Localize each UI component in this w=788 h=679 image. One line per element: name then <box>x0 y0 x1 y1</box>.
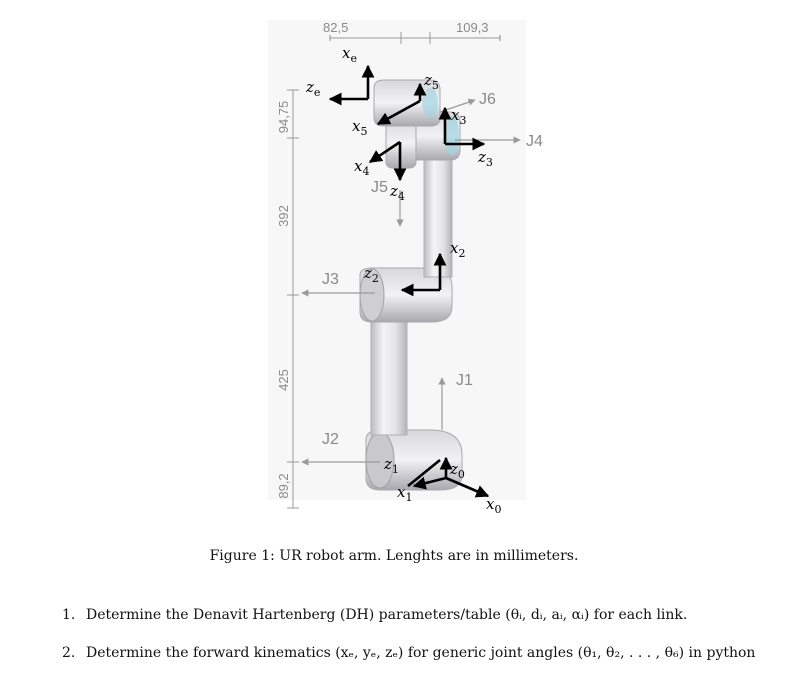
frame-axes <box>328 64 490 498</box>
dimension-label: 94,75 <box>276 101 291 134</box>
frame-label-x4: x4 <box>354 157 369 178</box>
joint-label-j5: J5 <box>371 179 388 196</box>
robot-arm-body <box>359 79 463 491</box>
robot-arm-figure: 82,5 109,3 94,75 392 425 89,2 J6 J4 J5 J… <box>276 20 543 516</box>
question-text: Determine the forward kinematics (xₑ, yₑ… <box>86 645 756 661</box>
joint-label-j2: J2 <box>322 431 339 448</box>
dimension-lines <box>287 32 501 509</box>
question-item: 2. Determine the forward kinematics (xₑ, … <box>62 645 755 661</box>
frame-label-x1: x1 <box>397 483 412 504</box>
frame-label-z5: z5 <box>423 71 439 92</box>
frame-label-x5: x5 <box>352 117 367 138</box>
dimension-label: 89,2 <box>276 473 291 498</box>
question-number: 1. <box>62 607 76 623</box>
frame-label-z2: z2 <box>363 264 379 285</box>
joint-axis-arrows <box>301 98 521 466</box>
joint-label-j4: J4 <box>526 133 543 150</box>
frame-label-z0: z0 <box>449 460 465 481</box>
frame-label-x2: x2 <box>450 239 465 260</box>
question-item: 1. Determine the Denavit Hartenberg (DH) … <box>62 607 687 623</box>
joint-label-j1: J1 <box>456 372 473 389</box>
question-text: Determine the Denavit Hartenberg (DH) pa… <box>86 607 688 623</box>
figure-caption: Figure 1: UR robot arm. Lenghts are in m… <box>209 548 579 564</box>
dimension-label: 109,3 <box>456 20 489 35</box>
frame-label-ze: ze <box>305 78 320 99</box>
frame-label-x0: x0 <box>486 495 501 516</box>
question-number: 2. <box>62 645 76 661</box>
dimension-label: 392 <box>276 205 291 227</box>
frame-label-z4: z4 <box>389 182 405 203</box>
dimension-label: 425 <box>276 369 291 391</box>
frame-label-xe: xe <box>342 44 357 65</box>
joint-label-j6: J6 <box>479 91 496 108</box>
frame-label-z1: z1 <box>383 455 399 476</box>
joint-label-j3: J3 <box>322 271 339 288</box>
dimension-label: 82,5 <box>323 20 348 35</box>
frame-label-z3: z3 <box>477 148 493 169</box>
frame-label-x3: x3 <box>451 106 466 127</box>
